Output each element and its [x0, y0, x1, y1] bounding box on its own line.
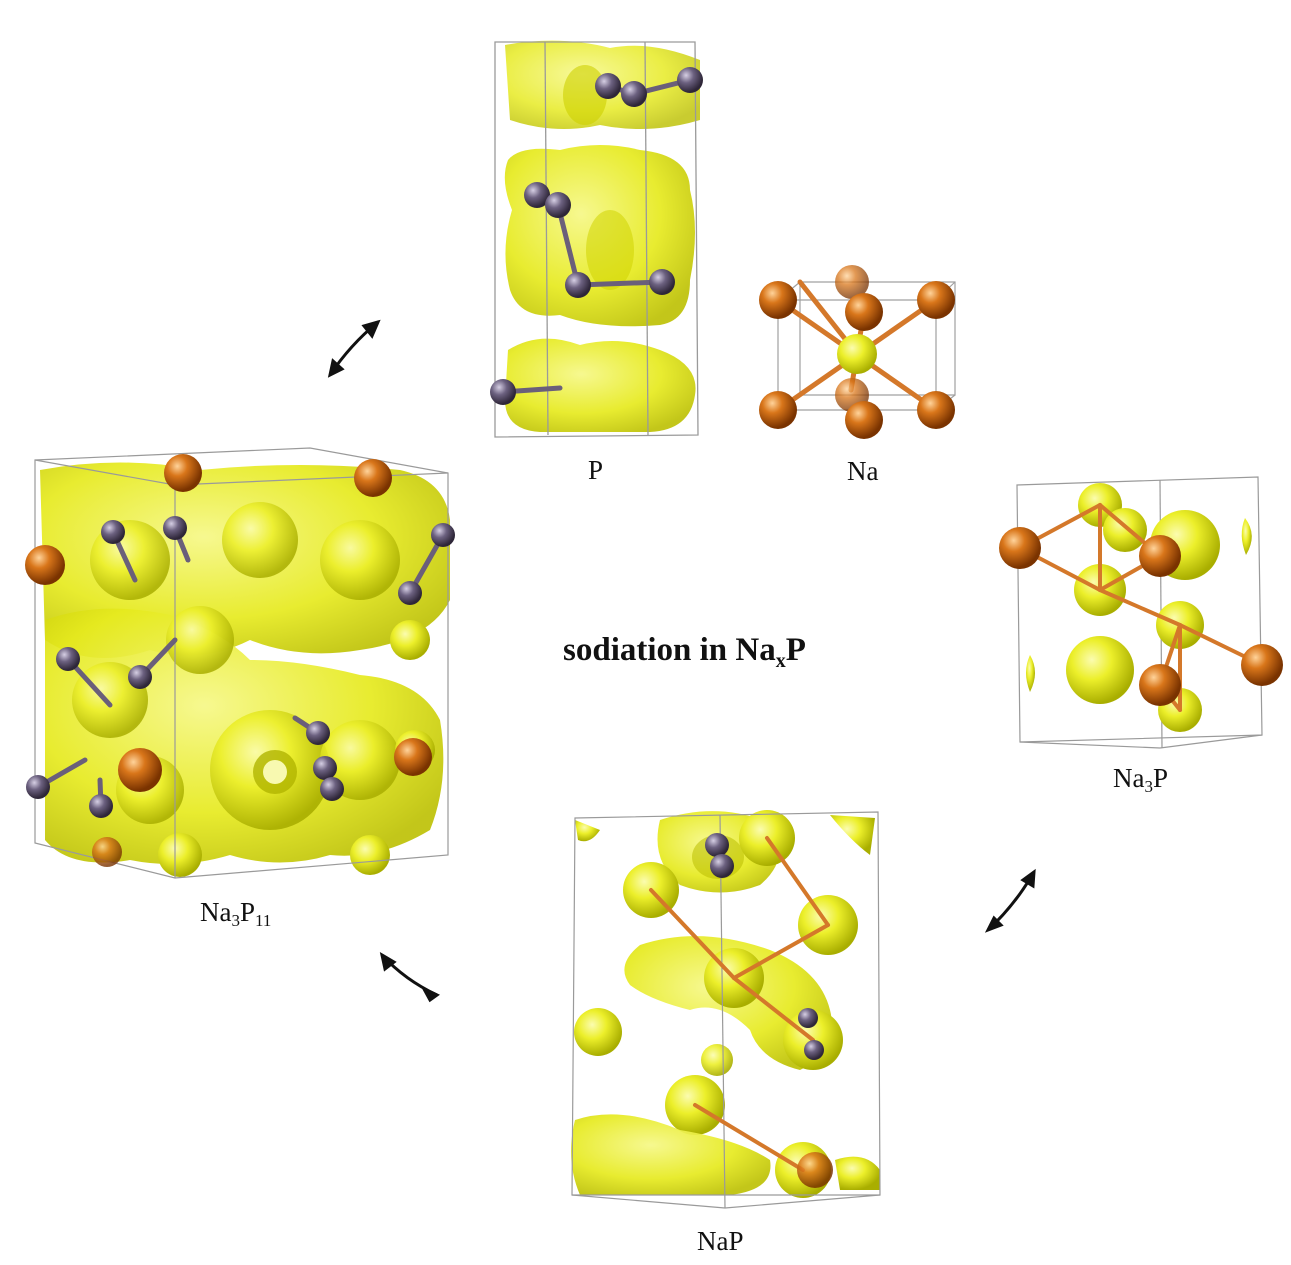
sodium-atom [835, 265, 869, 299]
phosphorus-atom [649, 269, 675, 295]
title-subscript: x [775, 650, 786, 672]
sodium-atom [845, 401, 883, 439]
sodium-atom [759, 281, 797, 319]
phosphorus-atom [101, 520, 125, 544]
phosphorus-atom [595, 73, 621, 99]
atoms-na3p11 [25, 454, 455, 867]
phosphorus-atom [621, 81, 647, 107]
sodium-atom [1241, 644, 1283, 686]
phosphorus-atom [804, 1040, 824, 1060]
phosphorus-atom [306, 721, 330, 745]
sodium-atom [25, 545, 65, 585]
title-main: sodiation in Na [563, 632, 776, 668]
sodium-atom [118, 748, 162, 792]
label-text: Na [200, 897, 232, 927]
double-arrow-icon [984, 868, 1036, 933]
label-na3p11: Na3P11 [200, 897, 271, 931]
diagram-title: sodiation in NaxP [563, 632, 806, 673]
label-text: NaP [697, 1226, 744, 1256]
atoms-p [490, 67, 703, 405]
isosurface-p [504, 40, 700, 432]
atoms-na3p [999, 527, 1283, 706]
phosphorus-atom [26, 775, 50, 799]
label-subscript: 11 [255, 911, 272, 930]
phosphorus-atom [431, 523, 455, 547]
sodium-atom [92, 837, 122, 867]
atoms-na [759, 265, 955, 439]
phosphorus-atom [320, 777, 344, 801]
phosphorus-atom [524, 182, 550, 208]
sodium-atom-center [837, 334, 877, 374]
double-arrow-icon [379, 951, 440, 1003]
label-text: Na [1113, 763, 1145, 793]
structure-p [490, 40, 703, 438]
phosphorus-atom [56, 647, 80, 671]
double-arrow-icon [327, 319, 381, 378]
sodium-atom [845, 293, 883, 331]
structure-nap [571, 810, 881, 1209]
phosphorus-atom [705, 833, 729, 857]
unit-cell-p [494, 41, 699, 438]
isosurface-nap [571, 810, 880, 1198]
sodium-atom [164, 454, 202, 492]
label-subscript: 3 [1144, 777, 1153, 796]
label-nap: NaP [697, 1226, 744, 1257]
phosphorus-atom [565, 272, 591, 298]
title-tail: P [785, 632, 806, 668]
sodium-atom [759, 391, 797, 429]
atoms-nap [705, 833, 833, 1188]
structure-na3p11 [25, 447, 455, 879]
label-text: P [239, 897, 256, 927]
phosphorus-atom [398, 581, 422, 605]
sodium-atom [917, 391, 955, 429]
label-text: P [588, 455, 604, 485]
sodium-atom [354, 459, 392, 497]
phosphorus-atom [313, 756, 337, 780]
phosphorus-atom [89, 794, 113, 818]
phosphorus-atom [710, 854, 734, 878]
sodium-atom [917, 281, 955, 319]
sodium-atom [1139, 664, 1181, 706]
label-subscript: 3 [231, 911, 240, 930]
sodium-atom [999, 527, 1041, 569]
label-text: Na [847, 456, 879, 486]
structure-na3p [999, 476, 1283, 749]
phosphorus-atom [798, 1008, 818, 1028]
structure-na [759, 265, 956, 439]
bonds-nap [649, 836, 830, 1172]
phosphorus-atom [490, 379, 516, 405]
label-na3p: Na3P [1113, 763, 1168, 797]
sodium-atom [797, 1152, 833, 1188]
unit-cell-nap [571, 811, 881, 1209]
phosphorus-atom [128, 665, 152, 689]
sodium-atom [1139, 535, 1181, 577]
unit-cell-na3p11 [34, 447, 449, 879]
phosphorus-atom [677, 67, 703, 93]
label-p: P [588, 455, 603, 486]
phosphorus-atom [545, 192, 571, 218]
label-text: P [1152, 763, 1169, 793]
phosphorus-atom [163, 516, 187, 540]
sodium-atom [394, 738, 432, 776]
label-na: Na [847, 456, 878, 487]
